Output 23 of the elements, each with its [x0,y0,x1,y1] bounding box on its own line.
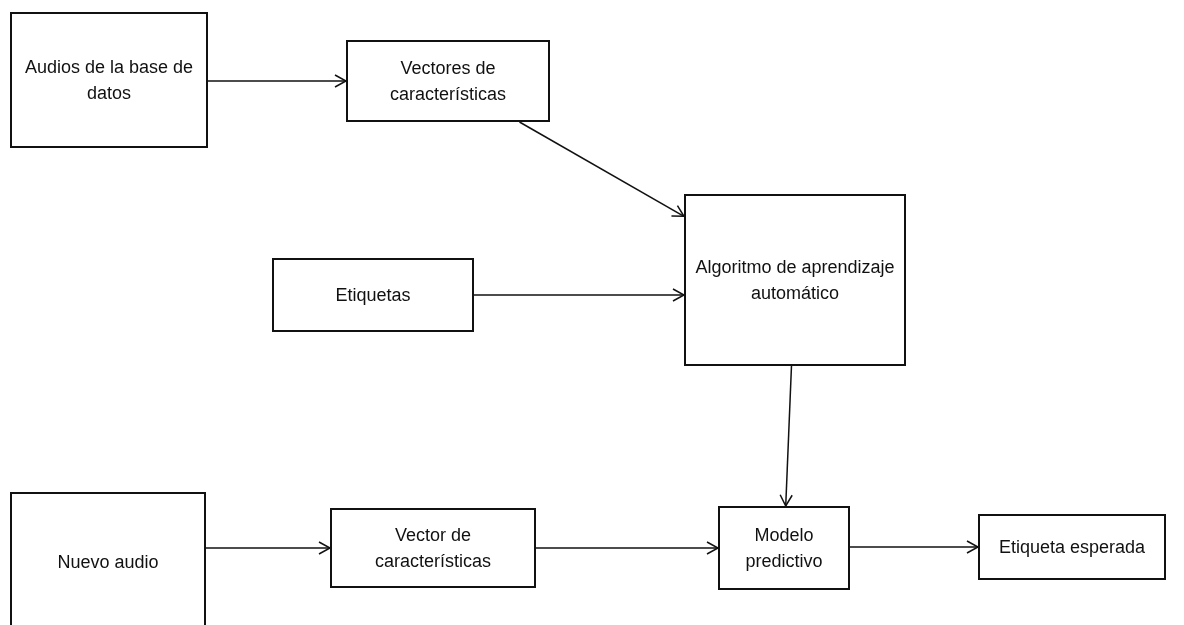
arrow [473,288,685,302]
process-box [330,508,536,588]
box-label: Etiquetas [334,283,412,307]
box-label: Nuevo audio [56,550,160,574]
process-box [718,506,850,590]
arrow [849,540,979,554]
box-label: Vector de características [373,523,492,573]
box-label: Etiqueta esperada [997,535,1147,559]
arrow [535,541,719,555]
process-box [978,514,1166,580]
process-box [346,40,550,122]
process-box [272,258,474,332]
process-box [10,12,208,148]
arrow [205,541,331,555]
arrow [518,121,685,218]
process-box [10,492,206,625]
arrow [207,74,347,88]
process-box [684,194,906,366]
box-label: Audios de la base de datos [23,55,195,105]
box-label: Vectores de características [388,56,507,106]
box-label: Algoritmo de aprendizaje automático [694,255,896,305]
box-label: Modelo predictivo [744,523,824,573]
arrow [779,365,793,507]
